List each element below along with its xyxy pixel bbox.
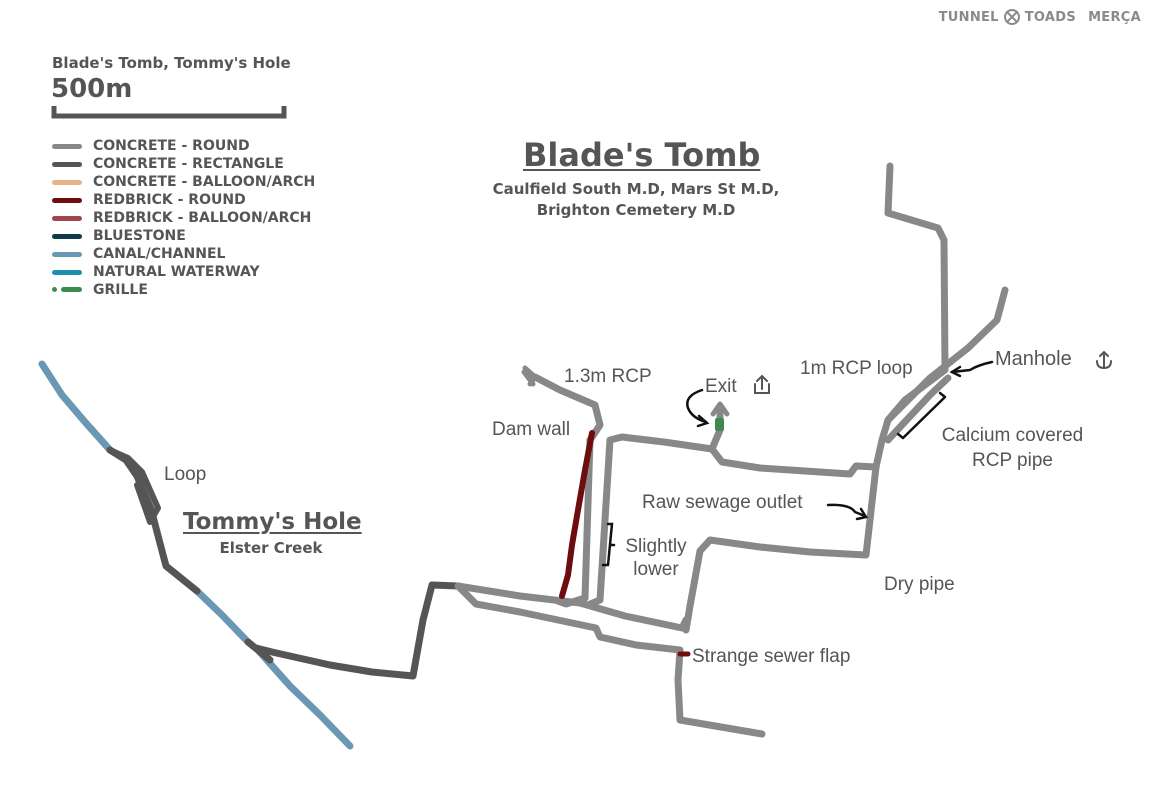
blades-tomb-title: Blade's Tomb bbox=[523, 136, 761, 174]
label-sewer-flap: Strange sewer flap bbox=[692, 646, 851, 667]
redbrick-dam-wall bbox=[559, 430, 595, 599]
legend-title: Blade's Tomb, Tommy's Hole bbox=[52, 54, 291, 72]
label-calcium-2: RCP pipe bbox=[972, 450, 1053, 471]
raw-sewage-pointer-head bbox=[855, 507, 868, 521]
brand: TUNNEL TOADS MERÇA bbox=[939, 8, 1141, 26]
pipe-13m-rcp bbox=[531, 373, 604, 444]
exit-arrowhead bbox=[710, 401, 730, 417]
legend-item: BLUESTONE bbox=[52, 227, 315, 245]
legend-item: REDBRICK - ROUND bbox=[52, 191, 315, 209]
raw-sewage-pointer bbox=[826, 503, 867, 518]
label-13m-rcp: 1.3m RCP bbox=[564, 366, 652, 387]
exit-grille bbox=[715, 418, 724, 431]
pipe-south-branch bbox=[454, 582, 766, 738]
label-rcp-loop: 1m RCP loop bbox=[800, 358, 913, 379]
tommys-hole-title: Tommy's Hole bbox=[183, 509, 362, 535]
legend-item: REDBRICK - BALLOON/ARCH bbox=[52, 209, 315, 227]
legend-swatch bbox=[52, 215, 82, 221]
brand-right: TOADS bbox=[1024, 9, 1077, 25]
legend-label: BLUESTONE bbox=[93, 228, 186, 244]
legend-swatch bbox=[52, 269, 82, 275]
brand-secondary: MERÇA bbox=[1088, 9, 1141, 25]
pipe-dam-arm bbox=[551, 436, 594, 608]
brand-left: TUNNEL bbox=[938, 9, 999, 25]
legend-label: CONCRETE - BALLOON/ARCH bbox=[93, 174, 316, 190]
label-exit: Exit bbox=[705, 376, 737, 398]
legend-swatch bbox=[52, 143, 82, 149]
legend-item: CONCRETE - ROUND bbox=[52, 137, 315, 155]
scale-bar bbox=[51, 106, 287, 119]
label-calcium-1: Calcium covered bbox=[941, 425, 1084, 446]
canal-lower bbox=[254, 646, 354, 750]
exit-pointer-head bbox=[696, 414, 710, 428]
label-exit-text: Exit bbox=[705, 376, 737, 397]
legend-item: NATURAL WATERWAY bbox=[52, 263, 315, 281]
blades-tomb-subtitle-line1: Caulfield South M.D, Mars St M.D, bbox=[492, 180, 780, 198]
calcium-bracket bbox=[896, 391, 947, 440]
legend-label: CANAL/CHANNEL bbox=[93, 246, 226, 262]
manhole-pointer-head bbox=[949, 365, 962, 378]
legend-label: NATURAL WATERWAY bbox=[93, 264, 260, 280]
tunnel-toads-logo-icon bbox=[1003, 9, 1020, 25]
label-manhole: Manhole bbox=[995, 348, 1072, 370]
legend-label: CONCRETE - ROUND bbox=[93, 138, 250, 154]
label-loop: Loop bbox=[164, 464, 207, 485]
canal-upper bbox=[38, 360, 114, 454]
legend-item: GRILLE bbox=[52, 281, 315, 299]
legend-item: CANAL/CHANNEL bbox=[52, 245, 315, 263]
legend-label: REDBRICK - ROUND bbox=[93, 192, 246, 208]
label-calcium-covered: Calcium covered RCP pipe bbox=[930, 423, 1095, 473]
slightly-lower-bracket bbox=[601, 522, 616, 567]
blades-tomb-subtitle-line2: Brighton Cemetery M.D bbox=[536, 201, 736, 219]
legend-swatch bbox=[52, 251, 82, 257]
legend-label: CONCRETE - RECTANGLE bbox=[93, 156, 284, 172]
label-slightly-lower: Slightly lower bbox=[616, 535, 696, 581]
pipe-east-main bbox=[682, 445, 880, 634]
legend-swatch bbox=[52, 179, 82, 185]
label-slightly-lower-1: Slightly bbox=[625, 536, 687, 557]
pipe-rcp-loop-a bbox=[884, 286, 1009, 424]
tommys-hole-subtitle: Elster Creek bbox=[219, 539, 323, 557]
legend-swatch bbox=[52, 233, 82, 239]
manhole-pointer bbox=[950, 360, 994, 374]
legend: CONCRETE - ROUND CONCRETE - RECTANGLE CONC… bbox=[52, 137, 315, 299]
canal-middle bbox=[193, 587, 252, 646]
label-slightly-lower-2: lower bbox=[633, 559, 679, 580]
exit-pointer bbox=[686, 388, 708, 424]
pipe-rcp-loop-b bbox=[884, 374, 952, 444]
legend-label: REDBRICK - BALLOON/ARCH bbox=[93, 210, 312, 226]
rect-link bbox=[252, 581, 462, 680]
rcp-arrowhead bbox=[521, 365, 538, 387]
pipe-south-main bbox=[454, 582, 690, 632]
legend-swatch bbox=[52, 197, 82, 203]
label-dam-wall: Dam wall bbox=[492, 419, 571, 440]
rect-channel-loop bbox=[107, 447, 161, 525]
blades-tomb-subtitle: Caulfield South M.D, Mars St M.D, Bright… bbox=[470, 179, 802, 221]
legend-item: CONCRETE - BALLOON/ARCH bbox=[52, 173, 315, 191]
scale-label: 500m bbox=[51, 74, 133, 104]
label-raw-sewage: Raw sewage outlet bbox=[642, 492, 803, 513]
exit-icon bbox=[754, 374, 770, 394]
legend-grille-swatch bbox=[52, 287, 82, 293]
pipe-slightly-lower bbox=[584, 433, 716, 609]
legend-item: CONCRETE - RECTANGLE bbox=[52, 155, 315, 173]
legend-label: GRILLE bbox=[93, 282, 148, 298]
label-dry-pipe: Dry pipe bbox=[884, 574, 955, 595]
legend-swatch bbox=[52, 161, 82, 167]
manhole-icon bbox=[1096, 350, 1112, 370]
